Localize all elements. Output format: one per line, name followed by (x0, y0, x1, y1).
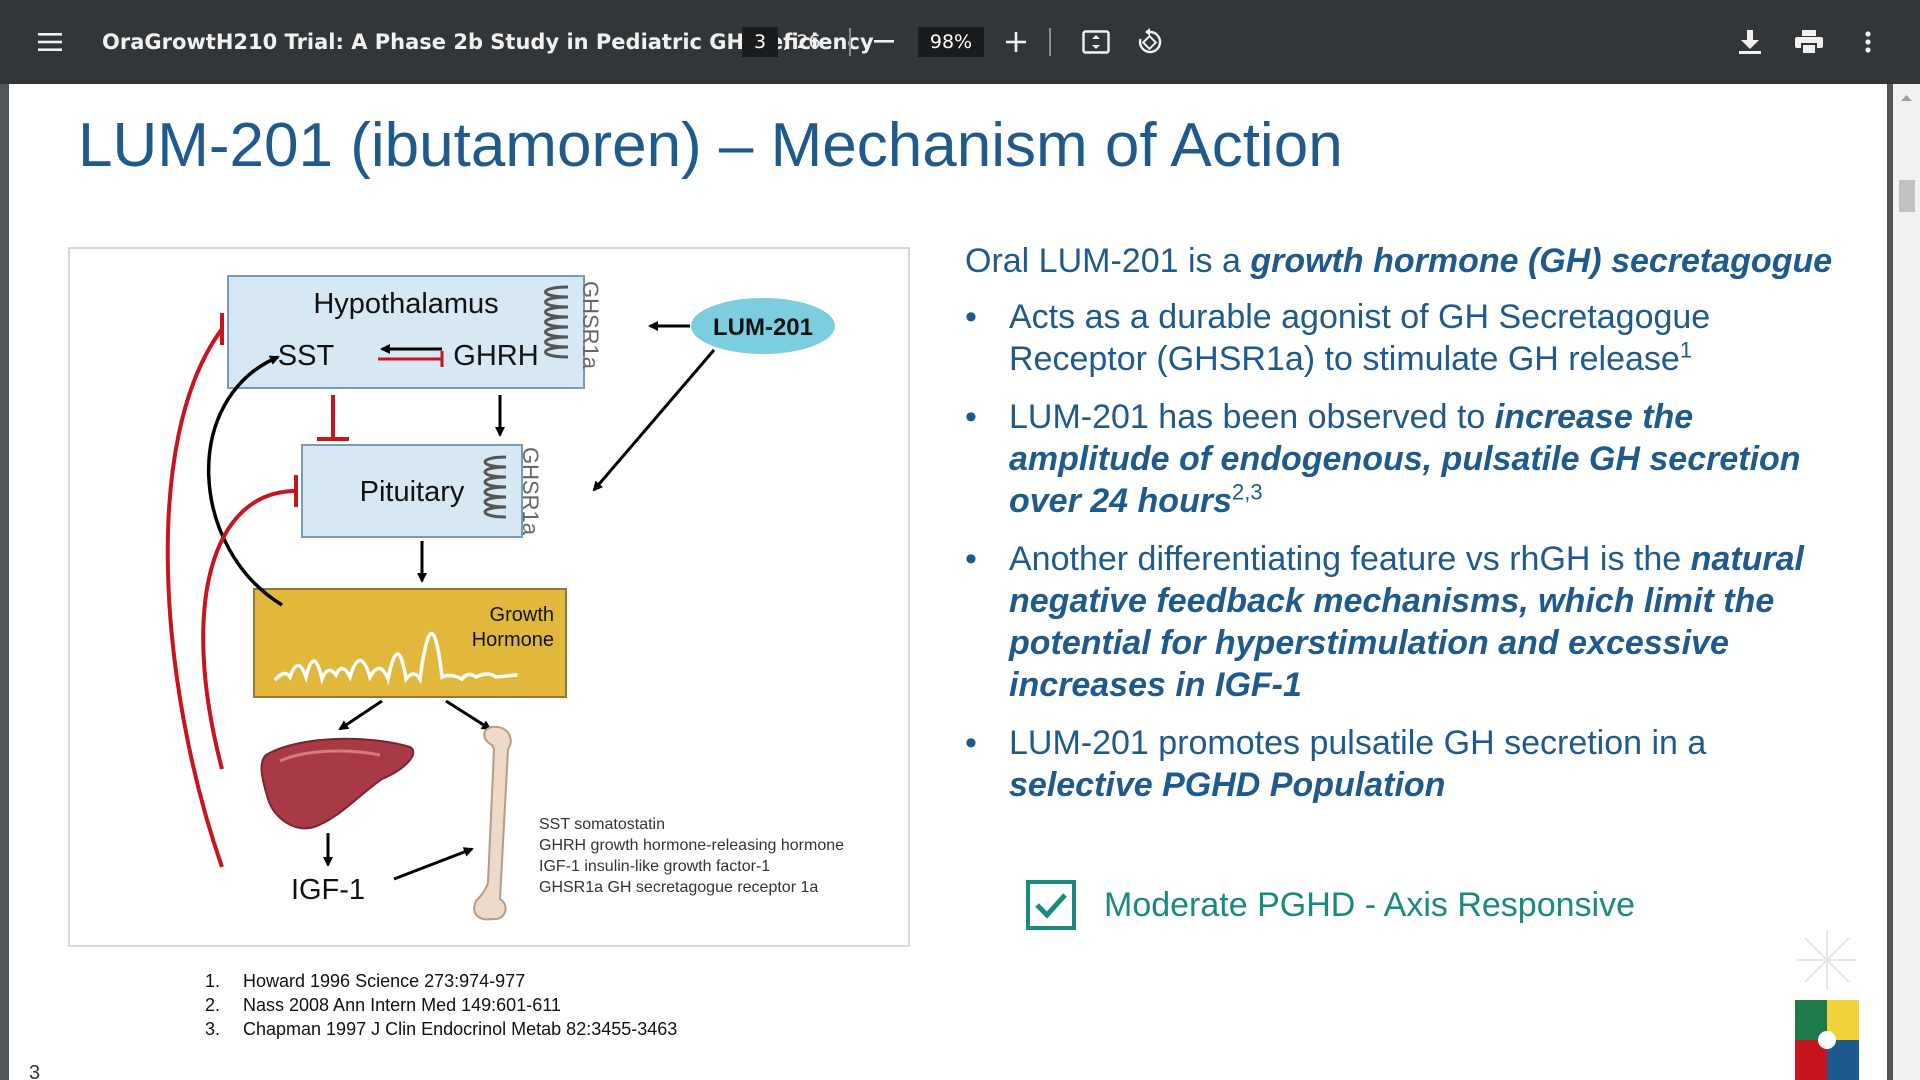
bullet-marker: • (965, 540, 977, 578)
reference-item: 3. Chapman 1997 J Clin Endocrinol Metab 8… (205, 1017, 677, 1041)
bullet-emphasis: increase the amplitude of endogenous, pu… (1009, 398, 1801, 520)
page-number-input[interactable]: 3 (742, 27, 778, 57)
hormone-label: Hormone (472, 629, 554, 651)
zoom-out-icon[interactable] (870, 28, 898, 56)
pdf-page: LUM-201 (ibutamoren) – Mechanism of Acti… (9, 84, 1887, 1080)
toolbar-divider (1049, 28, 1051, 56)
mechanism-diagram: Hypothalamus SST GHRH GHSR1a LUM-201 Pit… (68, 247, 910, 947)
hypothalamus-label: Hypothalamus (313, 288, 498, 320)
hypothalamus-box (227, 275, 585, 389)
bullet-marker: • (965, 398, 977, 436)
intro-plain: Oral LUM-201 is a (965, 242, 1251, 280)
reference-text: Nass 2008 Ann Intern Med 149:601-611 (243, 995, 561, 1015)
pituitary-label: Pituitary (360, 476, 465, 508)
gh-pulse-waveform (274, 631, 518, 686)
checkbox-label: Moderate PGHD - Axis Responsive (1104, 885, 1635, 924)
bullet-item: • LUM-201 promotes pulsatile GH secretion… (965, 722, 1845, 806)
citation: 1 (1679, 337, 1693, 363)
lum201-label: LUM-201 (713, 314, 813, 341)
igf-inhibits-pituitary (201, 489, 297, 770)
reference-number: 3. (205, 1019, 221, 1039)
vertical-scrollbar[interactable] (1893, 84, 1920, 1080)
igf-inhibits-hypothalamus (165, 327, 224, 868)
zoom-level[interactable]: 98% (918, 27, 984, 57)
reference-item: 1. Howard 1996 Science 273:974-977 (205, 969, 677, 993)
mechanism-text: Oral LUM-201 is a growth hormone (GH) se… (965, 240, 1845, 822)
igf-to-bone-arrow (393, 847, 474, 881)
toolbar-divider (849, 28, 851, 56)
university-crest-logo (1795, 930, 1859, 1080)
rotate-icon[interactable] (1134, 26, 1166, 58)
download-icon[interactable] (1734, 26, 1766, 58)
legend-line: SST somatostatin (539, 816, 665, 833)
ghsr-receptor-upper (544, 285, 569, 359)
page-number: 3 (29, 1062, 41, 1080)
reference-text: Chapman 1997 J Clin Endocrinol Metab 82:… (243, 1019, 678, 1039)
gh-to-bone-arrow (445, 699, 492, 731)
bullet-emphasis: natural negative feedback mechanisms, wh… (1009, 540, 1804, 704)
bullet-text: Acts as a durable agonist of GH Secretag… (1009, 298, 1711, 378)
more-options-icon[interactable] (1852, 26, 1884, 58)
scroll-up-icon[interactable] (1893, 88, 1920, 108)
gh-feedback-arrow (207, 355, 283, 607)
reference-item: 2. Nass 2008 Ann Intern Med 149:601-611 (205, 993, 677, 1017)
ghsr-label-lower: GHSR1a (518, 447, 543, 536)
legend-line: GHRH growth hormone-releasing hormone (539, 837, 844, 854)
bullet-list: • Acts as a durable agonist of GH Secreta… (965, 296, 1845, 806)
citation: 2,3 (1231, 479, 1263, 505)
lum201-oval (691, 298, 835, 354)
liver-icon (260, 737, 415, 830)
bullet-item: • Another differentiating feature vs rhGH… (965, 538, 1845, 706)
slide-title: LUM-201 (ibutamoren) – Mechanism of Acti… (78, 111, 1343, 180)
legend-line: GHSR1a GH secretagogue receptor 1a (539, 879, 818, 896)
legend-line: IGF-1 insulin-like growth factor-1 (539, 858, 770, 875)
bullet-emphasis: selective PGHD Population (1009, 766, 1446, 804)
ghsr-receptor-lower (483, 455, 507, 519)
bullet-text: LUM-201 has been observed to (1009, 398, 1495, 436)
bullet-item: • LUM-201 has been observed to increase t… (965, 396, 1845, 522)
sst-label: SST (278, 340, 335, 372)
references: 1. Howard 1996 Science 273:974-977 2. Nass… (205, 969, 677, 1041)
ghrh-label: GHRH (453, 340, 538, 372)
reference-number: 2. (205, 995, 221, 1015)
zoom-in-icon[interactable] (1002, 28, 1030, 56)
gh-to-liver-arrow (338, 699, 383, 731)
ghsr-label-upper: GHSR1a (578, 281, 603, 370)
bullet-item: • Acts as a durable agonist of GH Secreta… (965, 296, 1845, 380)
pdf-toolbar: OraGrowtH210 Trial: A Phase 2b Study in … (0, 0, 1920, 84)
scrollbar-thumb[interactable] (1899, 180, 1915, 212)
bone-icon (473, 725, 512, 921)
intro-statement: Oral LUM-201 is a growth hormone (GH) se… (965, 240, 1845, 282)
growth-label: Growth (490, 604, 554, 626)
bullet-text: Another differentiating feature vs rhGH … (1009, 540, 1691, 578)
bullet-marker: • (965, 724, 977, 762)
page-total: / 26 (784, 31, 821, 53)
bullet-marker: • (965, 298, 977, 336)
responsive-population-row: Moderate PGHD - Axis Responsive (1026, 880, 1635, 930)
intro-emphasis: growth hormone (GH) secretagogue (1250, 242, 1833, 280)
checkmark-icon (1026, 880, 1076, 930)
fit-page-icon[interactable] (1080, 26, 1112, 58)
reference-text: Howard 1996 Science 273:974-977 (243, 971, 526, 991)
diagram-svg: Hypothalamus SST GHRH GHSR1a LUM-201 Pit… (165, 275, 844, 921)
hamburger-menu-icon[interactable] (34, 26, 66, 58)
bullet-text: LUM-201 promotes pulsatile GH secretion … (1009, 724, 1707, 762)
reference-number: 1. (205, 971, 221, 991)
liver-highlight (279, 749, 381, 763)
print-icon[interactable] (1792, 26, 1826, 58)
igf-label: IGF-1 (291, 874, 365, 906)
lum201-to-pituitary-arrow (592, 349, 716, 492)
